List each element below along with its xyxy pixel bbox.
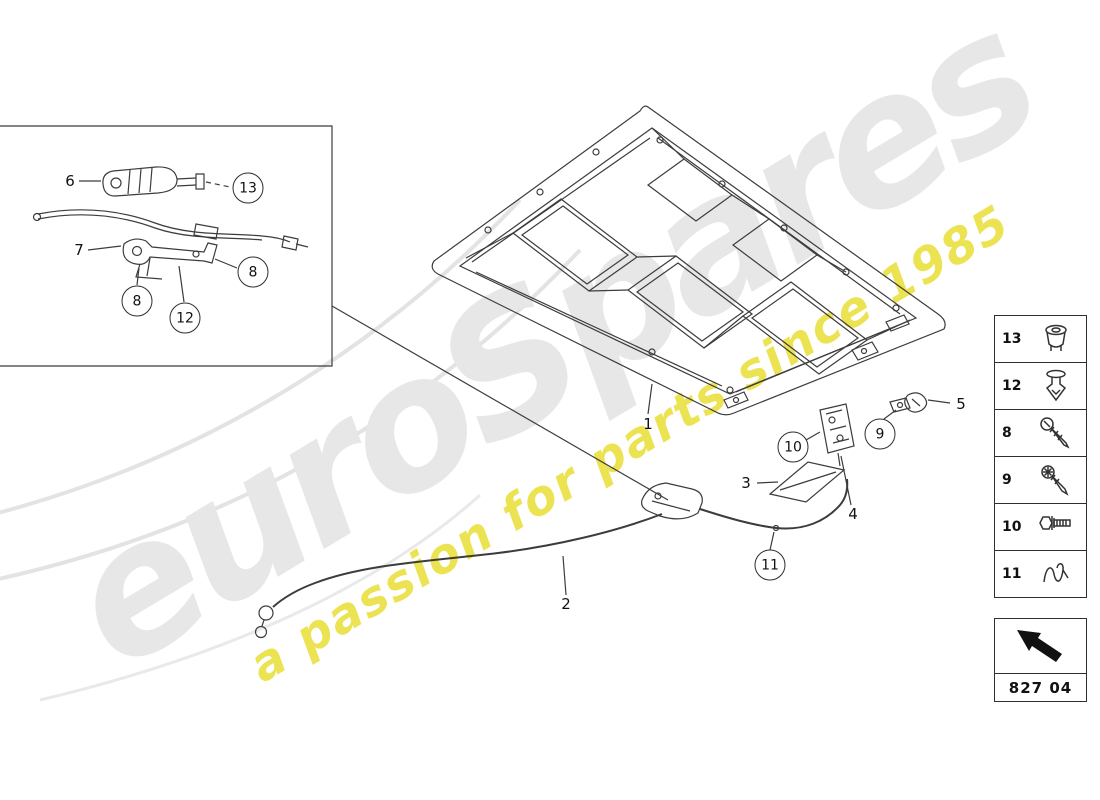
legend-part-number: 10: [1002, 519, 1022, 535]
callout-12[interactable]: 12: [169, 302, 201, 334]
fastener-legend: 13 12 8: [994, 315, 1087, 598]
callout-1[interactable]: 1: [643, 415, 653, 433]
torx-screw-icon: [1026, 460, 1086, 500]
diagram-code-box: 827 04: [994, 618, 1087, 702]
leader-lines: [79, 180, 951, 596]
callout-11[interactable]: 11: [754, 549, 786, 581]
legend-row-10[interactable]: 10: [995, 504, 1086, 551]
flange-bolt-icon: [1026, 507, 1086, 547]
legend-row-9[interactable]: 9: [995, 457, 1086, 504]
callout-8b[interactable]: 8: [237, 256, 269, 288]
diagram-code: 827 04: [995, 673, 1086, 701]
grommet-nut-icon: [1026, 319, 1086, 359]
legend-part-number: 9: [1002, 472, 1012, 488]
release-handle-part: [102, 166, 205, 197]
shoulder-screw-icon: [1026, 413, 1086, 453]
callout-2[interactable]: 2: [561, 595, 571, 613]
clip-part: [904, 392, 928, 413]
expanding-rivet-icon: [1026, 366, 1086, 406]
bonnet-panel: [431, 105, 946, 416]
callout-5[interactable]: 5: [956, 395, 966, 413]
callout-6[interactable]: 6: [65, 172, 75, 190]
legend-row-12[interactable]: 12: [995, 363, 1086, 410]
legend-part-number: 11: [1002, 566, 1022, 582]
legend-row-13[interactable]: 13: [995, 316, 1086, 363]
release-cable: [254, 513, 663, 639]
direction-arrow-icon: [995, 619, 1086, 673]
legend-part-number: 8: [1002, 425, 1012, 441]
callout-7[interactable]: 7: [74, 241, 84, 259]
callout-9[interactable]: 9: [864, 418, 896, 450]
latch-bracket-part: [122, 238, 218, 280]
release-lever-part: [641, 482, 703, 520]
spring-clip-icon: [1026, 554, 1086, 594]
callout-13[interactable]: 13: [232, 172, 264, 204]
legend-part-number: 12: [1002, 378, 1022, 394]
callout-10[interactable]: 10: [777, 431, 809, 463]
legend-row-11[interactable]: 11: [995, 551, 1086, 597]
retainer-bracket-part: [889, 397, 911, 413]
lock-blade-part: [768, 461, 846, 503]
cable-branch: [699, 478, 849, 532]
legend-row-8[interactable]: 8: [995, 410, 1086, 457]
callout-3[interactable]: 3: [741, 474, 751, 492]
callout-8a[interactable]: 8: [121, 285, 153, 317]
inset-cable: [32, 209, 309, 251]
detail-inset-box: [0, 125, 669, 501]
callout-4[interactable]: 4: [848, 505, 858, 523]
legend-part-number: 13: [1002, 331, 1022, 347]
lock-latch-part: [819, 403, 855, 467]
